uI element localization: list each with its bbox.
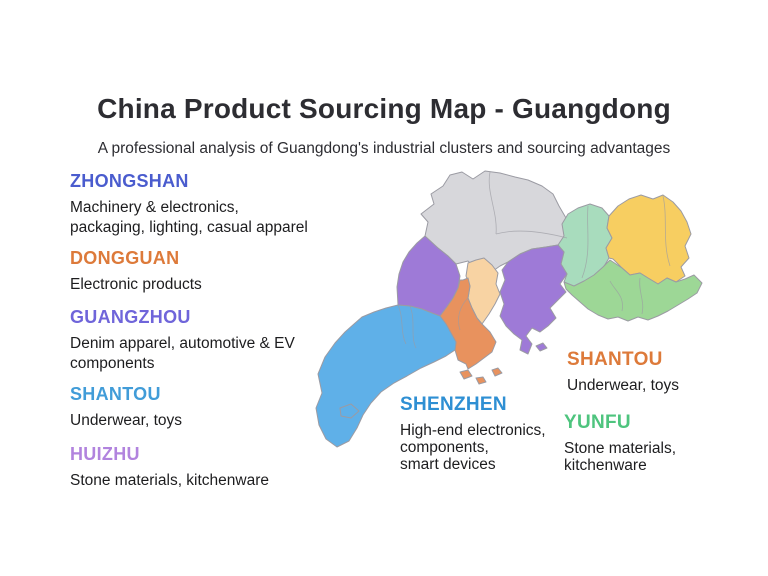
region-southeast-green [563, 259, 703, 322]
region-inner-borders [397, 171, 671, 349]
city-label-shenzhen: SHENZHEN High-end electronics, component… [400, 394, 580, 473]
city-label-shantou-right: SHANTOU Underwear, toys [567, 349, 747, 394]
city-name: DONGGUAN [70, 248, 180, 268]
city-label-yunfu: YUNFU Stone materials, kitchenware [564, 412, 744, 474]
region-central-east-purple [499, 244, 568, 355]
city-name: ZHONGSHAN [70, 171, 189, 191]
city-entry-guangzhou: GUANGZHOU Denim apparel, automotive & EV… [70, 307, 350, 374]
city-products: Electronic products [70, 276, 202, 293]
page-subtitle: A professional analysis of Guangdong's i… [97, 140, 671, 157]
guangdong-map [310, 166, 710, 451]
city-name: SHENZHEN [400, 394, 507, 415]
city-products: High-end electronics, components, smart … [400, 422, 546, 473]
city-name: GUANGZHOU [70, 307, 191, 327]
city-entry-dongguan: DONGGUAN Electronic products [70, 248, 350, 295]
city-name: SHANTOU [70, 384, 161, 404]
city-name: YUNFU [564, 412, 631, 433]
city-name: SHANTOU [567, 349, 663, 370]
city-entry-shantou-left: SHANTOU Underwear, toys [70, 384, 350, 431]
city-entry-zhongshan: ZHONGSHAN Machinery & electronics, packa… [70, 171, 350, 238]
city-products: Stone materials, kitchenware [70, 472, 270, 489]
region-southwest-blue [315, 304, 457, 448]
city-products: Machinery & electronics, packaging, ligh… [70, 199, 308, 236]
region-pearl-river-delta-orange [439, 277, 503, 385]
city-products: Underwear, toys [567, 377, 679, 394]
city-entry-huizhu: HUIZHU Stone materials, kitchenware [70, 444, 350, 491]
city-products: Denim apparel, automotive & EV component… [70, 335, 295, 372]
guangdong-map-svg [315, 170, 703, 448]
city-name: HUIZHU [70, 444, 140, 464]
city-products: Underwear, toys [70, 412, 182, 429]
page-title: China Product Sourcing Map - Guangdong [97, 93, 671, 124]
city-products: Stone materials, kitchenware [564, 440, 676, 474]
